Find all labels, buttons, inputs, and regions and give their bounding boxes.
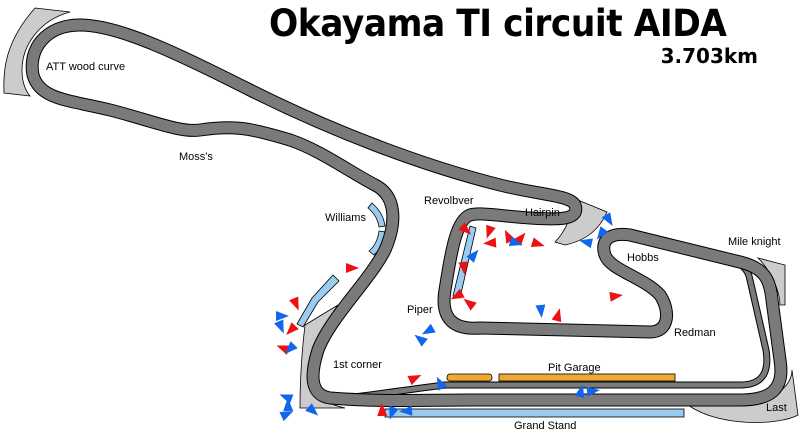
- runoff-att-wood: [3, 7, 71, 97]
- track-border: [25, 18, 788, 407]
- blue-flag-marker: [586, 386, 600, 397]
- blue-flag-marker: [283, 398, 294, 412]
- blue-flag-marker: [279, 411, 294, 422]
- blue-flag-marker: [466, 249, 479, 263]
- red-flag-marker: [407, 375, 422, 386]
- blue-flag-marker: [436, 376, 448, 391]
- blue-flag-marker: [508, 236, 523, 247]
- label-moss: Moss's: [179, 151, 213, 163]
- blue-flag-marker: [414, 334, 428, 347]
- blue-flag-marker: [596, 226, 609, 240]
- label-revolver: Revolbver: [424, 195, 474, 207]
- runoff-mile-knight: [756, 257, 786, 306]
- blue-flag-marker: [535, 304, 546, 318]
- circuit-title: Okayama TI circuit AIDA: [269, 2, 727, 45]
- blue-flag-marker: [421, 323, 436, 335]
- label-att-wood-curve: ATT wood curve: [46, 61, 125, 73]
- red-flag-marker: [458, 261, 469, 275]
- pit-garage-left: [446, 373, 493, 382]
- red-flag-marker: [486, 224, 496, 239]
- blue-flag-marker: [389, 405, 399, 420]
- label-piper: Piper: [407, 304, 433, 316]
- first-corner-stand: [296, 274, 340, 328]
- blue-flag-marker: [274, 319, 284, 334]
- red-flag-marker: [377, 403, 388, 417]
- red-flag-marker: [483, 237, 497, 248]
- red-flag-marker: [450, 288, 465, 300]
- blue-flag-marker: [579, 238, 593, 249]
- label-first-corner: 1st corner: [333, 359, 382, 371]
- red-flag-marker: [551, 308, 562, 323]
- label-mile-knight: Mile knight: [728, 236, 781, 248]
- red-flag-marker: [346, 263, 359, 273]
- red-flag-marker: [530, 237, 545, 248]
- label-last: Last: [766, 402, 787, 414]
- red-flag-marker: [289, 296, 299, 311]
- label-grand-stand: Grand Stand: [514, 420, 576, 432]
- grand-stand: [384, 408, 685, 418]
- blue-flag-marker: [285, 341, 298, 355]
- label-williams: Williams: [325, 212, 366, 224]
- track-surface: [26, 19, 787, 406]
- red-flag-marker: [463, 298, 477, 311]
- red-flag-marker: [513, 232, 526, 246]
- blue-flag-marker: [399, 405, 413, 416]
- label-redman: Redman: [674, 327, 716, 339]
- blue-flag-marker: [276, 311, 289, 321]
- williams-stand-upper: [367, 202, 386, 228]
- label-hairpin: Hairpin: [525, 207, 560, 219]
- label-hobbs: Hobbs: [627, 252, 659, 264]
- blue-flag-marker: [574, 384, 585, 399]
- pit-garage-right: [498, 373, 676, 382]
- red-flag-marker: [609, 291, 623, 302]
- red-flag-marker: [458, 222, 472, 235]
- red-flag-marker: [286, 322, 299, 336]
- flag-markers: [274, 212, 623, 422]
- blue-flag-marker: [601, 212, 613, 227]
- label-pit-garage: Pit Garage: [548, 362, 601, 374]
- blue-flag-marker: [305, 403, 319, 416]
- blue-flag-marker: [279, 394, 294, 404]
- circuit-length: 3.703km: [660, 44, 758, 68]
